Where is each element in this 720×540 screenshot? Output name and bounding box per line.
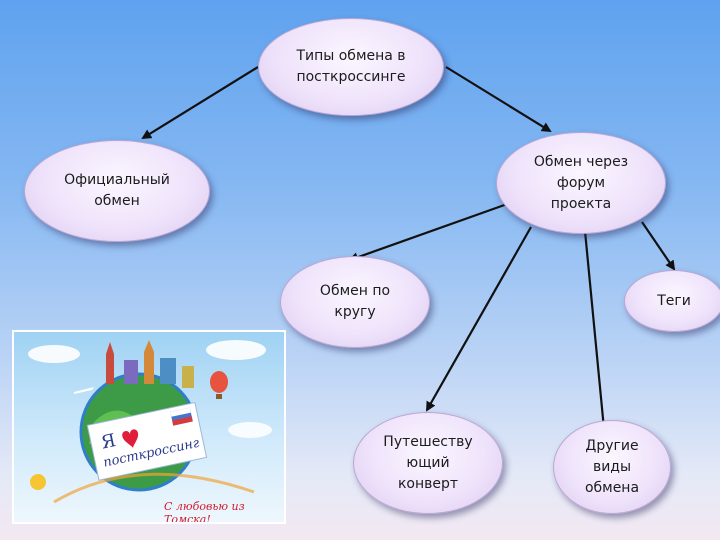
node-other-label: Другие виды обмена: [584, 437, 640, 496]
node-official-label: Официальный обмен: [64, 172, 170, 209]
building-icon: [144, 352, 154, 384]
node-root: Типы обмена в посткроссинге: [258, 18, 444, 116]
heart-icon: [122, 429, 139, 449]
arrow-forum-to-other: [583, 230, 609, 431]
node-circle-label: Обмен по кругу: [319, 283, 391, 320]
balloon-icon: [210, 371, 228, 393]
node-envelope-label: Путешеству ющий конверт: [383, 433, 473, 492]
cloud-icon: [228, 422, 272, 438]
tower-icon: [106, 354, 114, 384]
image-caption: С любовью из Томска!: [164, 500, 245, 524]
arrow-forum-to-tags: [641, 221, 676, 271]
arrow-forum-to-circle: [348, 201, 511, 263]
building-icon: [160, 358, 176, 384]
node-travelling-envelope: Путешеству ющий конверт: [353, 412, 503, 514]
sun-icon: [30, 474, 46, 490]
arrow-root-to-forum: [445, 66, 552, 133]
building-icon: [124, 360, 138, 384]
logo-letter: Я: [99, 430, 118, 454]
node-root-label: Типы обмена в посткроссинге: [296, 48, 406, 85]
node-forum-exchange: Обмен через форум проекта: [496, 132, 666, 234]
postcrossing-illustration: Я посткроссинг: [28, 340, 272, 504]
cloud-icon: [206, 340, 266, 360]
plane-icon: [74, 387, 94, 394]
postcrossing-image: Я посткроссинг С любовью из Томска!: [12, 330, 286, 524]
cloud-icon: [28, 345, 80, 363]
arrow-root-to-official: [141, 66, 259, 140]
node-tags: Теги: [624, 270, 720, 332]
building-icon: [182, 366, 194, 388]
arrow-forum-to-envelope: [426, 226, 532, 412]
node-circle-exchange: Обмен по кругу: [280, 256, 430, 348]
node-tags-label: Теги: [657, 292, 691, 309]
node-forum-label: Обмен через форум проекта: [533, 153, 629, 212]
node-official-exchange: Официальный обмен: [24, 140, 210, 242]
node-other-exchange: Другие виды обмена: [553, 420, 671, 514]
